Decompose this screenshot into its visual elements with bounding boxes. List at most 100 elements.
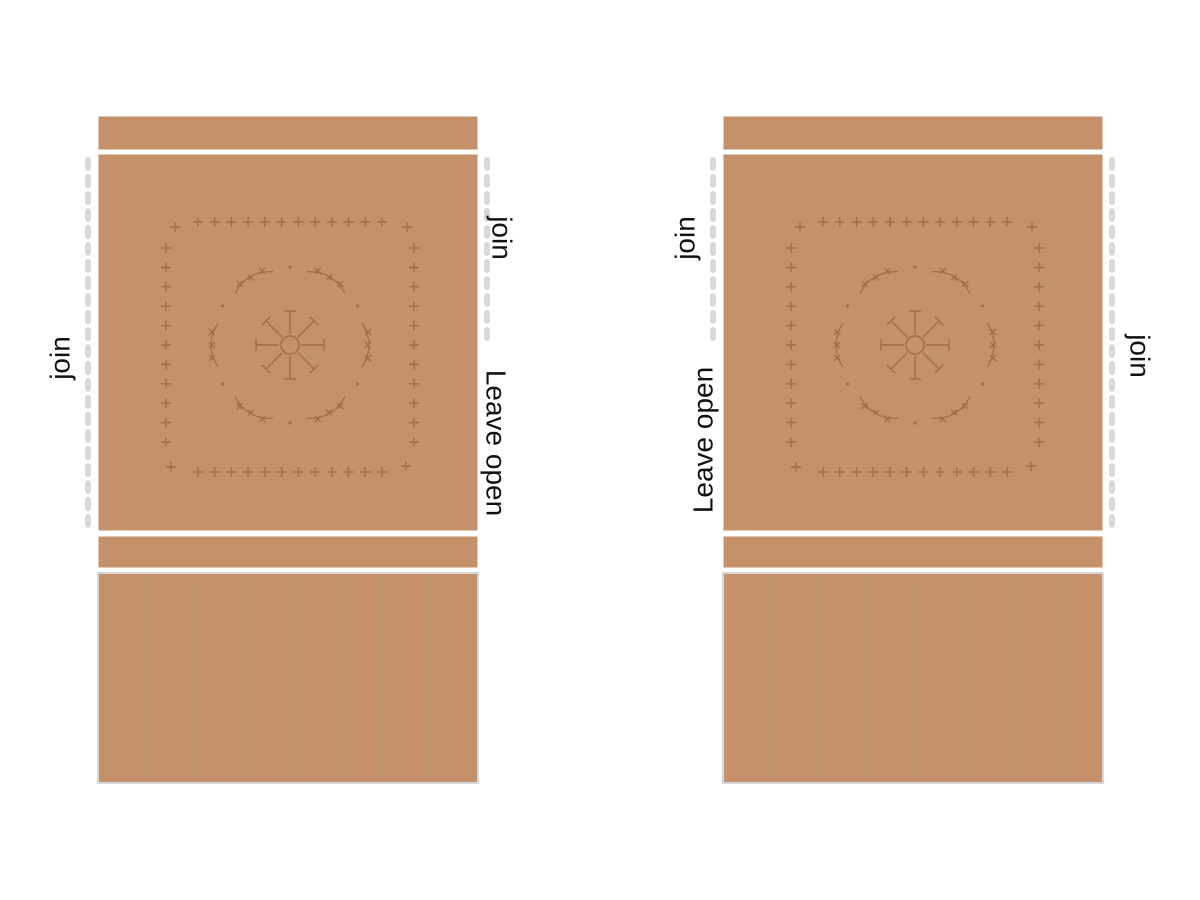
sc-stitch-icon bbox=[818, 467, 828, 477]
x-stitch-icon bbox=[872, 409, 880, 417]
x-stitch-icon bbox=[364, 328, 372, 336]
x-stitch-icon bbox=[236, 402, 244, 410]
left-join-left-label: join bbox=[44, 336, 75, 381]
sc-stitch-icon bbox=[918, 217, 929, 227]
chain-dot bbox=[355, 382, 360, 386]
chain-dot bbox=[220, 304, 225, 308]
dc-spoke bbox=[890, 352, 908, 370]
magic-ring-icon bbox=[280, 335, 300, 355]
x-stitch-icon bbox=[258, 267, 266, 275]
x-stitch-icon bbox=[364, 341, 372, 349]
sc-stitch-icon bbox=[786, 378, 796, 389]
sc-stitch-icon bbox=[243, 217, 254, 227]
sc-stitch-icon bbox=[935, 467, 946, 477]
dc-spoke bbox=[265, 352, 283, 370]
chain-dot bbox=[288, 265, 292, 269]
sc-stitch-icon bbox=[402, 222, 412, 232]
sc-stitch-icon bbox=[377, 217, 387, 227]
chain-dot bbox=[913, 421, 917, 425]
sc-stitch-icon bbox=[226, 467, 237, 477]
sc-stitch-icon bbox=[409, 437, 419, 447]
x-stitch-icon bbox=[247, 409, 255, 417]
dc-spoke-cap bbox=[886, 316, 896, 326]
chain-dot bbox=[355, 304, 360, 308]
sc-stitch-icon bbox=[310, 217, 321, 227]
right-ribbing bbox=[722, 572, 1104, 784]
sc-stitch-icon bbox=[868, 467, 879, 477]
sc-stitch-icon bbox=[851, 467, 862, 477]
x-stitch-icon bbox=[950, 409, 958, 417]
sc-stitch-icon bbox=[968, 467, 979, 477]
sc-stitch-icon bbox=[786, 281, 796, 292]
right-join-left-label: join bbox=[669, 216, 700, 261]
dc-spoke bbox=[297, 320, 315, 338]
sc-stitch-icon bbox=[901, 217, 912, 227]
sc-stitch-icon bbox=[901, 467, 912, 477]
sc-stitch-icon bbox=[360, 467, 371, 477]
sc-stitch-icon bbox=[1034, 243, 1044, 253]
dc-spoke bbox=[922, 320, 940, 338]
sc-stitch-icon bbox=[935, 217, 946, 227]
x-stitch-icon bbox=[314, 267, 322, 275]
right-motif bbox=[786, 217, 1044, 477]
sc-stitch-icon bbox=[293, 467, 304, 477]
knit-grid bbox=[737, 175, 1087, 501]
sc-stitch-icon bbox=[401, 461, 411, 471]
sc-stitch-icon bbox=[786, 437, 796, 447]
left-mid-band bbox=[97, 535, 479, 569]
sc-stitch-icon bbox=[161, 340, 171, 350]
sc-stitch-icon bbox=[1034, 320, 1044, 331]
dc-spoke-cap bbox=[934, 316, 944, 326]
petal-arc bbox=[835, 322, 844, 368]
sc-stitch-icon bbox=[918, 467, 929, 477]
left-piece: join join Leave open bbox=[44, 115, 518, 784]
sc-stitch-icon bbox=[1034, 417, 1044, 428]
magic-ring-icon bbox=[905, 335, 925, 355]
dc-spoke bbox=[265, 320, 283, 338]
sc-stitch-icon bbox=[293, 217, 304, 227]
x-stitch-icon bbox=[989, 341, 997, 349]
sc-stitch-icon bbox=[161, 301, 171, 312]
sc-stitch-icon bbox=[409, 320, 419, 331]
dc-spoke bbox=[922, 352, 940, 370]
x-stitch-icon bbox=[258, 415, 266, 423]
sc-stitch-icon bbox=[795, 222, 805, 232]
sc-stitch-icon bbox=[226, 217, 237, 227]
sc-stitch-icon bbox=[968, 217, 979, 227]
sc-stitch-icon bbox=[786, 359, 796, 370]
sc-stitch-icon bbox=[791, 462, 801, 472]
sc-stitch-icon bbox=[409, 417, 419, 428]
sc-stitch-icon bbox=[786, 262, 796, 273]
x-stitch-icon bbox=[325, 273, 333, 281]
sc-stitch-icon bbox=[851, 217, 862, 227]
sc-stitch-icon bbox=[343, 467, 354, 477]
chain-dot bbox=[288, 421, 292, 425]
sc-stitch-icon bbox=[786, 340, 796, 350]
sc-stitch-icon bbox=[1034, 437, 1044, 447]
x-stitch-icon bbox=[314, 415, 322, 423]
sc-stitch-icon bbox=[786, 301, 796, 312]
right-piece: join join Leave open bbox=[669, 115, 1156, 784]
x-stitch-icon bbox=[833, 341, 841, 349]
sc-stitch-icon bbox=[276, 217, 287, 227]
x-stitch-icon bbox=[939, 415, 947, 423]
sc-stitch-icon bbox=[343, 217, 354, 227]
sc-stitch-icon bbox=[161, 437, 171, 447]
dc-spoke-cap bbox=[261, 364, 271, 374]
sc-stitch-icon bbox=[193, 217, 203, 227]
sc-stitch-icon bbox=[326, 217, 337, 227]
x-stitch-icon bbox=[939, 267, 947, 275]
sc-stitch-icon bbox=[1026, 461, 1036, 471]
x-stitch-icon bbox=[961, 280, 969, 288]
chain-dot bbox=[845, 304, 850, 308]
x-stitch-icon bbox=[208, 354, 216, 362]
sc-stitch-icon bbox=[326, 467, 337, 477]
dc-spoke-cap bbox=[309, 364, 319, 374]
sc-stitch-icon bbox=[1034, 281, 1044, 292]
sc-stitch-icon bbox=[276, 467, 287, 477]
x-stitch-icon bbox=[336, 280, 344, 288]
sc-stitch-icon bbox=[786, 417, 796, 428]
dc-spoke bbox=[297, 352, 315, 370]
dc-spoke-cap bbox=[261, 316, 271, 326]
